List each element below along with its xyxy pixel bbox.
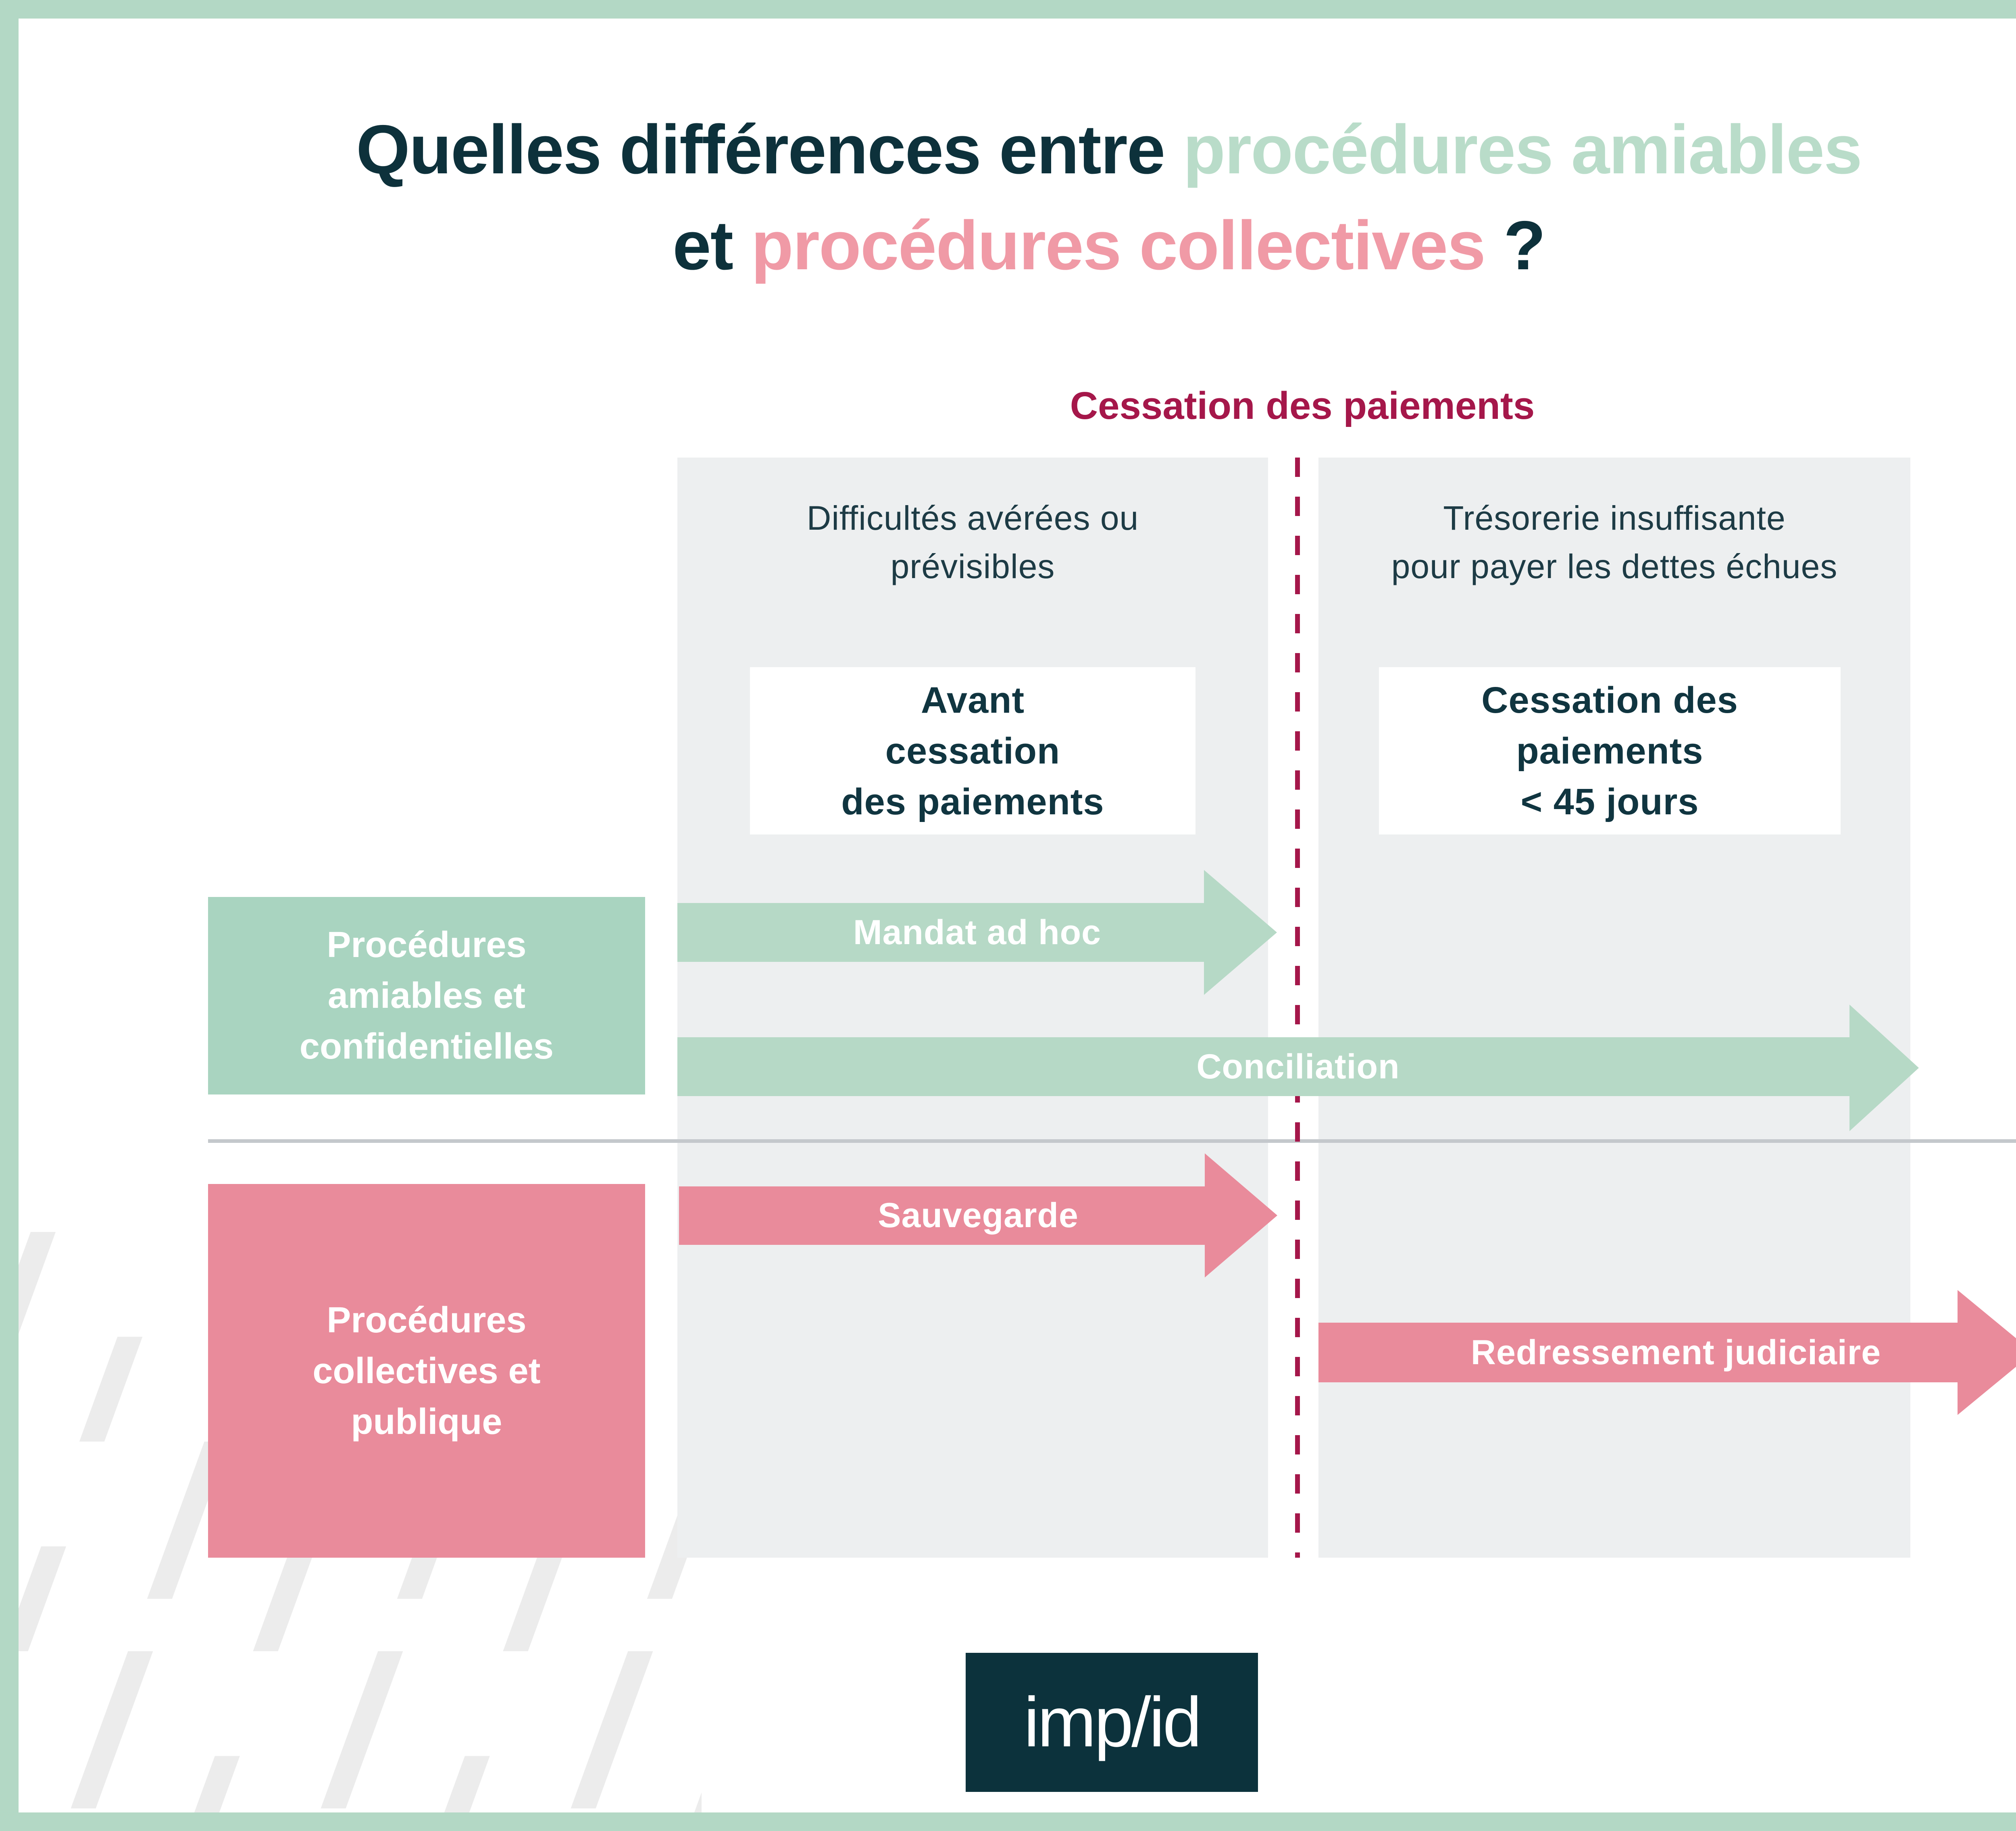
- collectives-label-line3: publique: [351, 1401, 502, 1442]
- sauvegarde-arrow-label: Sauvegarde: [878, 1196, 1079, 1235]
- after-box-line1: Cessation des: [1481, 679, 1738, 721]
- title-dark-text: Quelles différences entre: [356, 111, 1183, 188]
- redressement-judiciaire-arrow-label: Redressement judiciaire: [1470, 1333, 1881, 1372]
- cessation-dashed-line: [1295, 458, 1300, 1558]
- before-box-line3: des paiements: [841, 781, 1104, 822]
- page-title-line2: et procédures collectives ?: [0, 198, 2016, 293]
- mandat-ad-hoc-arrow-label: Mandat ad hoc: [853, 913, 1102, 952]
- left-subtitle-line1: Difficultés avérées ou: [806, 499, 1139, 537]
- amiables-label-line2: amiables et: [327, 976, 526, 1016]
- amiables-category-box: Procédures amiables et confidentielles: [208, 897, 645, 1094]
- title-green-text: procédures amiables: [1183, 111, 1862, 188]
- panel-before-cessation: [677, 458, 1268, 1558]
- redressement-judiciaire-arrowhead-icon: [1958, 1290, 2016, 1415]
- panel-after-cessation: [1318, 458, 1910, 1558]
- redressement-judiciaire-arrow: [1318, 1323, 1958, 1382]
- title-dark-prefix: et: [673, 207, 751, 284]
- collectives-label-line2: collectives et: [312, 1350, 541, 1391]
- before-box-line1: Avant: [921, 679, 1025, 721]
- sauvegarde-arrow: [679, 1186, 1205, 1245]
- collectives-label-line1: Procédures: [327, 1300, 527, 1340]
- page-title: Quelles différences entre procédures ami…: [0, 102, 2016, 293]
- conciliation-arrowhead-icon: [1849, 1005, 1919, 1131]
- conciliation-arrow-label: Conciliation: [1196, 1047, 1400, 1086]
- collectives-category-box: Procédures collectives et publique: [208, 1184, 645, 1558]
- sauvegarde-arrowhead-icon: [1205, 1153, 1277, 1278]
- right-column-subtitle: Trésorerie insuffisante pour payer les d…: [1318, 494, 1910, 591]
- left-column-subtitle: Difficultés avérées ou prévisibles: [677, 494, 1268, 591]
- left-subtitle-line2: prévisibles: [890, 547, 1055, 585]
- amiables-label-line3: confidentielles: [299, 1026, 554, 1067]
- implid-logo: imp/id: [966, 1653, 1258, 1792]
- conciliation-arrow: [677, 1037, 1849, 1096]
- before-box-line2: cessation: [885, 730, 1060, 772]
- mandat-ad-hoc-arrowhead-icon: [1204, 870, 1277, 995]
- after-cessation-box: Cessation des paiements < 45 jours: [1379, 667, 1841, 834]
- after-box-line2: paiements: [1516, 730, 1704, 772]
- threshold-header: Cessation des paiements: [1070, 384, 1535, 427]
- mandat-ad-hoc-arrow: [677, 903, 1204, 962]
- amiables-label-line1: Procédures: [327, 925, 527, 965]
- row-divider-line: [208, 1139, 2016, 1143]
- before-cessation-box: Avant cessation des paiements: [750, 667, 1195, 834]
- right-subtitle-line1: Trésorerie insuffisante: [1443, 499, 1786, 537]
- title-pink-text: procédures collectives: [751, 207, 1504, 284]
- right-subtitle-line2: pour payer les dettes échues: [1391, 547, 1838, 585]
- after-box-line3: < 45 jours: [1520, 781, 1699, 822]
- implid-logo-text: imp/id: [1024, 1683, 1202, 1762]
- page-title-line1: Quelles différences entre procédures ami…: [0, 102, 2016, 198]
- title-dark-suffix: ?: [1503, 207, 1546, 284]
